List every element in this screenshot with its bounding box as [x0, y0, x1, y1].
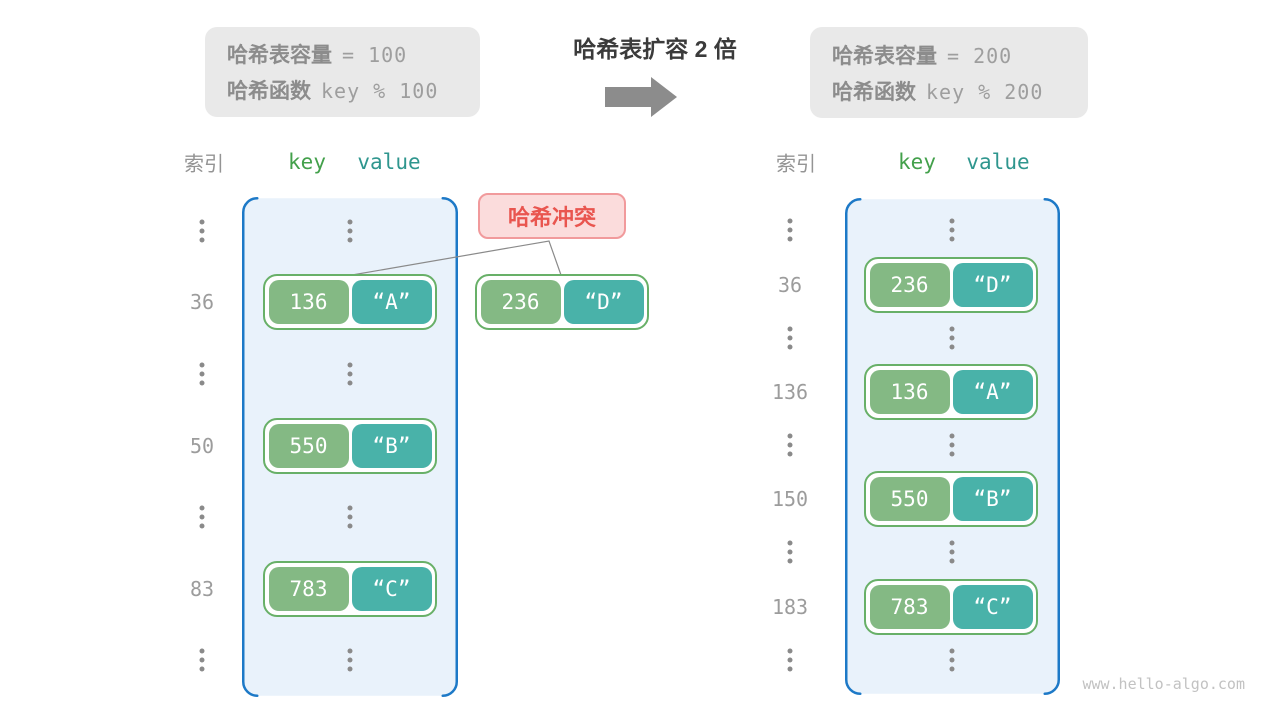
vertical-ellipsis-icon	[347, 505, 353, 529]
capacity-value: = 200	[947, 43, 1013, 68]
right-arrow-head-icon	[651, 77, 677, 117]
expand-title: 哈希表扩容 2 倍	[573, 36, 737, 62]
capacity-value: = 100	[342, 43, 408, 67]
index-label: 36	[777, 273, 803, 297]
value-pill: “B”	[952, 477, 1033, 521]
kv-pair: 783 “C”	[263, 561, 437, 617]
vertical-ellipsis-icon	[199, 505, 205, 529]
hash-function-line: 哈希函数 key % 100	[227, 75, 458, 105]
index-label: 136	[771, 380, 809, 404]
key-pill: 136	[869, 370, 950, 414]
right-index-header: 索引	[776, 153, 816, 176]
vertical-ellipsis-icon	[949, 540, 955, 564]
capacity-box-new: 哈希表容量 = 200 哈希函数 key % 200	[810, 27, 1088, 118]
capacity-line: 哈希表容量 = 200	[832, 40, 1066, 70]
collision-kv-pair: 236 “D”	[475, 274, 649, 330]
key-pill: 550	[268, 424, 349, 468]
vertical-ellipsis-icon	[199, 219, 205, 243]
index-label: 183	[771, 595, 809, 619]
vertical-ellipsis-icon	[199, 362, 205, 386]
vertical-ellipsis-icon	[347, 362, 353, 386]
hash-function-label: 哈希函数	[832, 80, 916, 104]
left-index-header: 索引	[184, 153, 224, 176]
capacity-box-old: 哈希表容量 = 100 哈希函数 key % 100	[205, 27, 480, 117]
index-label: 83	[189, 577, 215, 601]
capacity-line: 哈希表容量 = 100	[227, 39, 458, 69]
vertical-ellipsis-icon	[787, 326, 793, 350]
watermark: www.hello-algo.com	[1082, 675, 1245, 693]
key-pill: 236	[869, 263, 950, 307]
kv-pair: 236 “D”	[864, 257, 1038, 313]
key-pill: 136	[268, 280, 349, 324]
hash-function-label: 哈希函数	[227, 80, 311, 103]
vertical-ellipsis-icon	[949, 218, 955, 242]
kv-pair: 136 “A”	[263, 274, 437, 330]
capacity-label: 哈希表容量	[227, 44, 332, 67]
vertical-ellipsis-icon	[949, 326, 955, 350]
vertical-ellipsis-icon	[949, 433, 955, 457]
right-value-header: value	[966, 150, 1030, 174]
hash-function-line: 哈希函数 key % 200	[832, 76, 1066, 106]
value-pill: “A”	[351, 280, 432, 324]
vertical-ellipsis-icon	[347, 219, 353, 243]
index-label: 150	[771, 487, 809, 511]
kv-pair: 783 “C”	[864, 579, 1038, 635]
value-pill: “C”	[952, 585, 1033, 629]
vertical-ellipsis-icon	[787, 433, 793, 457]
value-pill: “A”	[952, 370, 1033, 414]
right-key-header: key	[898, 150, 936, 174]
kv-pair: 136 “A”	[864, 364, 1038, 420]
kv-pair: 550 “B”	[263, 418, 437, 474]
key-pill: 236	[480, 280, 561, 324]
left-value-header: value	[357, 150, 421, 174]
capacity-label: 哈希表容量	[832, 44, 937, 68]
kv-pair: 550 “B”	[864, 471, 1038, 527]
vertical-ellipsis-icon	[949, 648, 955, 672]
key-pill: 550	[869, 477, 950, 521]
key-pill: 783	[268, 567, 349, 611]
value-pill: “C”	[351, 567, 432, 611]
index-label: 50	[189, 434, 215, 458]
vertical-ellipsis-icon	[787, 648, 793, 672]
value-pill: “B”	[351, 424, 432, 468]
vertical-ellipsis-icon	[199, 648, 205, 672]
hash-function-value: key % 200	[926, 79, 1044, 104]
key-pill: 783	[869, 585, 950, 629]
value-pill: “D”	[563, 280, 644, 324]
vertical-ellipsis-icon	[787, 540, 793, 564]
vertical-ellipsis-icon	[787, 218, 793, 242]
index-label: 36	[189, 290, 215, 314]
right-arrow-icon	[605, 87, 651, 107]
hash-function-value: key % 100	[321, 79, 439, 103]
vertical-ellipsis-icon	[347, 648, 353, 672]
collision-label: 哈希冲突	[478, 193, 626, 239]
left-key-header: key	[288, 150, 326, 174]
value-pill: “D”	[952, 263, 1033, 307]
